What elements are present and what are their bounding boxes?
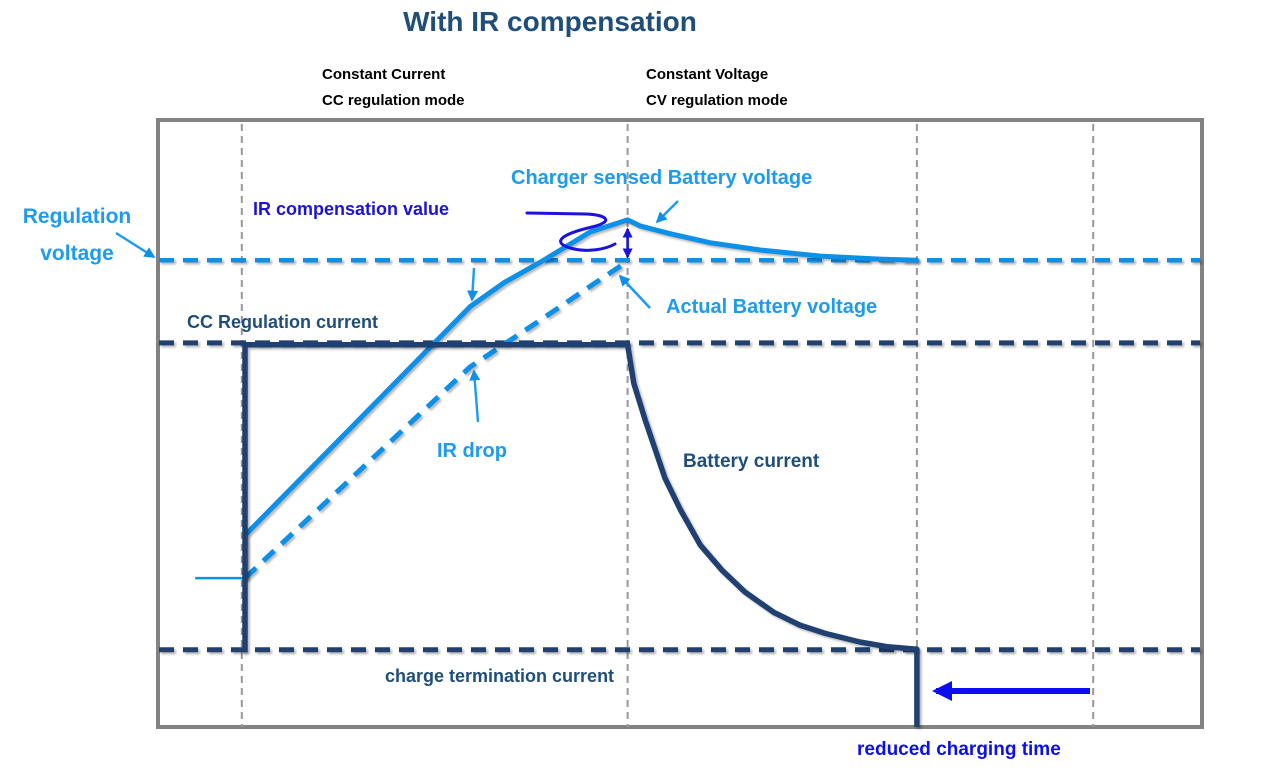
charger-sensed-voltage-curve xyxy=(242,217,920,581)
regulation-voltage-label: Regulation voltage xyxy=(0,198,154,272)
charger-sensed-arrow xyxy=(655,200,679,224)
charge-termination-current-label: charge termination current xyxy=(385,666,615,686)
cv-phase-line1: Constant Voltage xyxy=(646,66,769,83)
chart-title: With IR compensation xyxy=(403,6,697,37)
reduced-charging-time-label: reduced charging time xyxy=(857,739,1061,760)
cv-phase-label: Constant Voltage CV regulation mode xyxy=(646,62,788,114)
ir-compensation-label: IR compensation value xyxy=(253,199,450,219)
actual-battery-label: Actual Battery voltage xyxy=(666,296,878,318)
cc-regulation-current-label: CC Regulation current xyxy=(187,312,379,332)
ir-drop-down-arrow xyxy=(467,267,479,302)
plot-border xyxy=(156,118,1204,729)
ir-drop-up-arrow xyxy=(469,369,481,423)
battery-current-curve xyxy=(242,341,920,727)
ir-drop-label: IR drop xyxy=(437,440,507,462)
ir-compensation-squiggle-leader xyxy=(525,211,617,252)
regulation-voltage-line2: voltage xyxy=(40,242,114,265)
actual-battery-voltage-curve xyxy=(243,260,627,580)
cc-phase-line2: CC regulation mode xyxy=(322,92,465,109)
battery-current-label: Battery current xyxy=(683,451,820,472)
cv-phase-line2: CV regulation mode xyxy=(646,92,788,109)
regulation-voltage-line1: Regulation xyxy=(22,205,132,228)
regulation-voltage-arrow xyxy=(115,231,156,259)
cc-phase-label: Constant Current CC regulation mode xyxy=(322,62,465,114)
charger-sensed-label: Charger sensed Battery voltage xyxy=(511,167,813,189)
cc-phase-line1: Constant Current xyxy=(322,66,446,83)
actual-battery-arrow xyxy=(618,274,651,309)
